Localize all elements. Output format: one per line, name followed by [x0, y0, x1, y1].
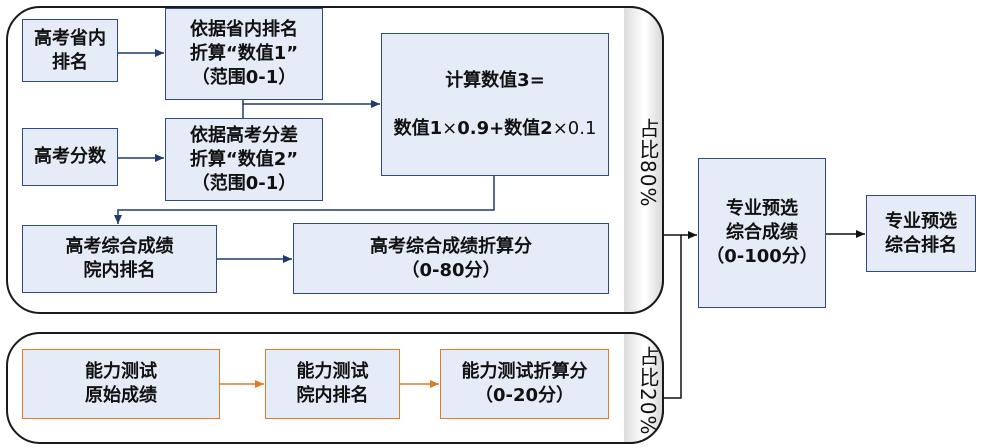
- ability-rank-box: 能力测试 院内排名: [265, 349, 400, 419]
- value1-box: 依据省内排名 折算“数值1” （范围0-1）: [165, 8, 323, 100]
- value3-formula-line2: 数值1×0.9+数值2×0.1: [394, 93, 597, 141]
- top-panel-side-tab: [624, 6, 664, 314]
- bottom-panel-ratio-label: 占比20%: [636, 346, 660, 436]
- arrow-value1-to-value3: [242, 100, 380, 108]
- arrow-value3-to-composite-rank: [114, 176, 495, 224]
- value3-term-value2: +数值2: [489, 117, 553, 139]
- value3-coef-0-1: ×0.1: [552, 117, 597, 139]
- ability-raw-score-box: 能力测试 原始成绩: [22, 349, 220, 419]
- major-composite-rank-box: 专业预选 综合排名: [866, 195, 976, 272]
- gaokao-score-box: 高考分数: [22, 128, 118, 186]
- bottom-panel-side-tab: [624, 332, 664, 444]
- major-composite-score-box: 专业预选 综合成绩 （0-100分）: [698, 158, 826, 308]
- value3-times-sign: ×: [442, 117, 458, 139]
- value2-box: 依据高考分差 折算“数值2” （范围0-1）: [165, 118, 323, 201]
- value3-formula-line1: 计算数值3=: [445, 69, 545, 91]
- top-panel-ratio-label: 占比80%: [636, 118, 660, 208]
- ability-score-box: 能力测试折算分 （0-20分）: [440, 349, 609, 419]
- composite-score-box: 高考综合成绩折算分 （0-80分）: [293, 223, 609, 294]
- province-rank-box: 高考省内 排名: [22, 19, 118, 82]
- value3-coef-0-9: 0.9: [457, 117, 490, 139]
- line-bottom-panel-to-major-score: [664, 235, 682, 399]
- value3-box: 计算数值3= 数值1×0.9+数值2×0.1: [381, 33, 609, 176]
- value3-term-value1: 数值1: [393, 117, 443, 139]
- composite-rank-box: 高考综合成绩 院内排名: [22, 225, 217, 293]
